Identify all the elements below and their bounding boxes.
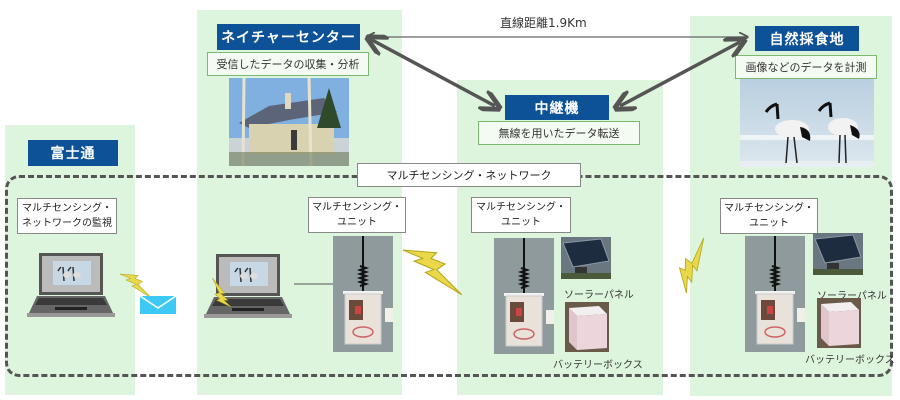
building-image bbox=[229, 78, 349, 166]
feeding-site-sensing-unit-photo bbox=[744, 235, 806, 353]
feeding-site-battery-label: バッテリーボックス bbox=[805, 355, 895, 366]
fujitsu-title: 富士通 bbox=[28, 140, 118, 166]
lightning-icon bbox=[119, 273, 152, 299]
feeding-site-unit-label: マルチセンシング・ ユニット bbox=[720, 198, 818, 234]
relay-unit-label: マルチセンシング・ ユニット bbox=[471, 197, 571, 233]
relay-unit-line1: マルチセンシング・ bbox=[476, 202, 566, 213]
lightning-icon bbox=[402, 249, 463, 296]
feeding-site-battery-box-photo bbox=[817, 298, 861, 348]
distance-label: 直線距離1.9Km bbox=[500, 16, 587, 30]
nature-center-building-photo bbox=[229, 78, 349, 166]
network-label: マルチセンシング・ネットワーク bbox=[357, 163, 581, 187]
feeding-site-description: 画像などのデータを計測 bbox=[735, 55, 877, 79]
nature-center-title: ネイチャーセンター bbox=[217, 24, 360, 50]
relay-battery-label: バッテリーボックス bbox=[553, 360, 643, 371]
crane-2 bbox=[817, 101, 860, 164]
feeding-site-crane-photo bbox=[740, 79, 874, 167]
lightning-icon bbox=[670, 237, 720, 294]
relay-solar-label: ソーラーパネル bbox=[564, 290, 634, 301]
fujitsu-task-line1: マルチセンシング・ bbox=[22, 203, 112, 214]
relay-description: 無線を用いたデータ転送 bbox=[478, 121, 640, 145]
arrow-feeding-site-to-relay bbox=[620, 42, 740, 106]
feeding-site-title: 自然採食地 bbox=[755, 26, 859, 51]
crane-image bbox=[740, 79, 874, 167]
feeding-site-unit-line1: マルチセンシング・ bbox=[724, 203, 814, 214]
relay-unit-line2: ユニット bbox=[501, 217, 541, 228]
crane-1 bbox=[764, 102, 811, 164]
relay-solar-panel-photo bbox=[560, 236, 612, 280]
relay-title: 中継機 bbox=[505, 95, 609, 120]
feeding-site-solar-label: ソーラーパネル bbox=[817, 291, 887, 302]
relay-battery-box-photo bbox=[565, 302, 609, 352]
fujitsu-task-label: マルチセンシング・ ネットワークの監視 bbox=[17, 198, 117, 234]
nature-center-sensing-unit-photo bbox=[332, 235, 394, 353]
nature-center-unit-label: マルチセンシング・ ユニット bbox=[308, 197, 406, 233]
arrow-nature-center-to-relay bbox=[372, 40, 495, 106]
nature-center-unit-line1: マルチセンシング・ bbox=[312, 202, 402, 213]
fujitsu-task-line2: ネットワークの監視 bbox=[22, 218, 112, 229]
relay-sensing-unit-photo bbox=[493, 237, 555, 355]
feeding-site-unit-line2: ユニット bbox=[749, 218, 789, 229]
nature-center-unit-line2: ユニット bbox=[337, 217, 377, 228]
feeding-site-solar-panel-photo bbox=[812, 232, 864, 276]
fujitsu-laptop-icon bbox=[26, 252, 116, 318]
mail-icon bbox=[139, 295, 177, 314]
